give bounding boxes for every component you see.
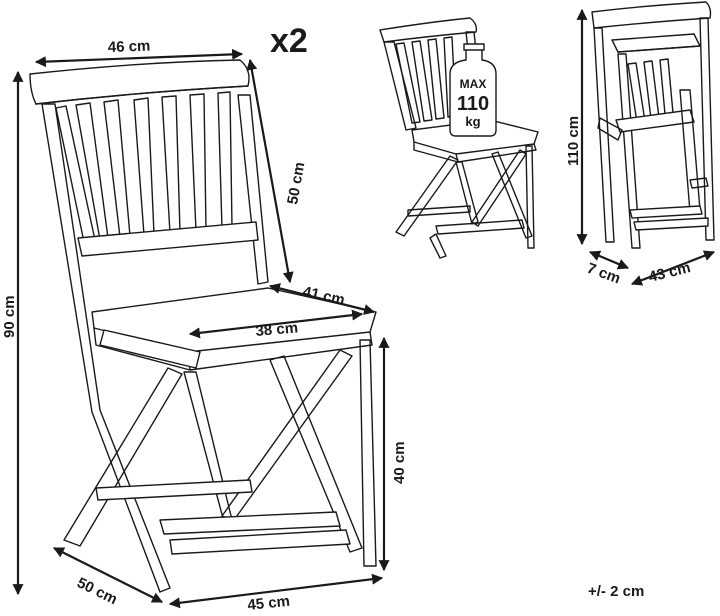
backrest-width-dimension-line — [34, 48, 244, 68]
max-load-unit: kg — [465, 114, 480, 129]
base-width-label: 45 cm — [247, 593, 291, 614]
base-depth-label: 50 cm — [74, 574, 120, 608]
backrest-height-label: 50 cm — [284, 161, 308, 206]
folded-width-dimension-line — [630, 250, 716, 286]
folded-width-label: 43 cm — [647, 259, 692, 286]
base-depth-dimension-line — [53, 547, 163, 603]
folded-chair-drawing — [591, 1, 715, 249]
max-load-value: 110 — [457, 93, 489, 115]
seat-width-dimension-line — [188, 309, 364, 339]
backrest-height-dimension-line — [246, 58, 294, 284]
seat-height-label: 40 cm — [391, 441, 408, 484]
seat-depth-dimension-line — [268, 283, 376, 315]
folded-height-label: 110 cm — [565, 116, 582, 166]
backrest-width-label: 46 cm — [108, 38, 151, 56]
main-chair-drawing — [29, 59, 377, 593]
max-load-label: MAX — [460, 77, 487, 91]
base-width-dimension-line — [168, 573, 384, 609]
load-capacity-chair-drawing — [379, 17, 539, 259]
folded-thickness-dimension-line — [588, 250, 630, 270]
quantity-label: x2 — [270, 22, 308, 60]
seat-width-label: 38 cm — [255, 319, 299, 340]
tolerance-note: +/- 2 cm — [588, 583, 644, 600]
total-height-label: 90 cm — [1, 295, 18, 338]
